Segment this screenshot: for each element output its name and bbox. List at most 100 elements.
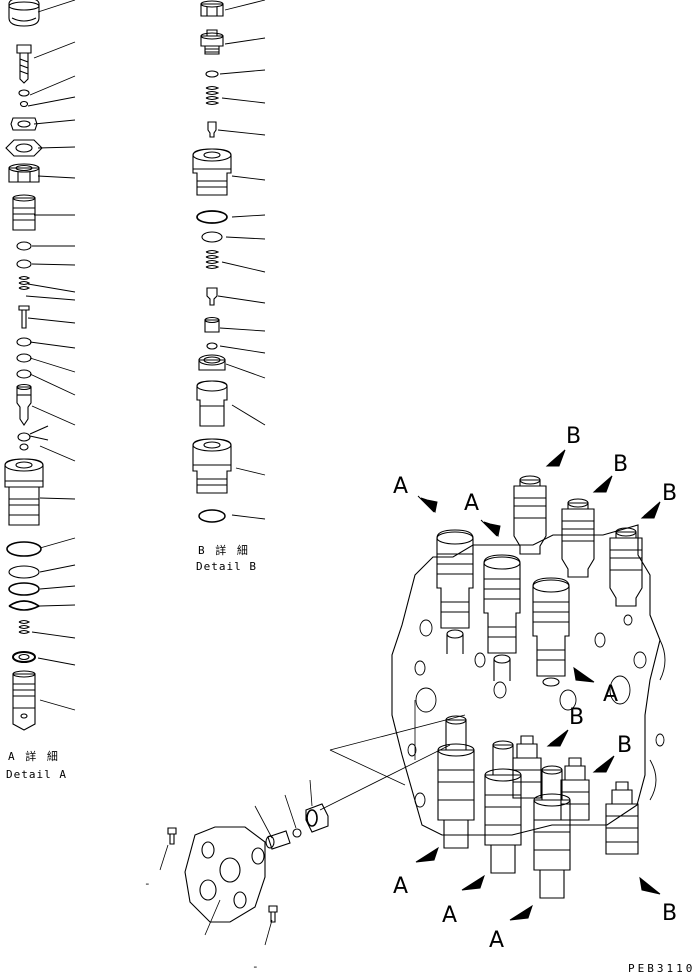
connector-fitting [305, 803, 329, 833]
b-o-ring-1 [196, 210, 228, 224]
a-ring-2 [19, 100, 29, 108]
a-ring-4 [16, 259, 32, 269]
callout-b-2: B [613, 452, 629, 477]
b-adjuster [200, 29, 224, 55]
detail-b-parts [192, 0, 266, 523]
upper-a-valve-1 [436, 529, 474, 654]
arrow-b-4 [546, 729, 569, 747]
a-valve-body [4, 458, 44, 526]
callout-b-3: B [662, 481, 678, 506]
callout-a-6: A [489, 928, 505, 953]
a-plug [8, 0, 40, 27]
callout-a-5: A [442, 903, 458, 928]
connector-ball [292, 828, 302, 838]
a-sleeve [12, 194, 36, 231]
a-nut [10, 117, 38, 131]
detail-a-parts [4, 0, 76, 731]
lower-b-valve-3 [605, 781, 639, 855]
a-backup-ring [8, 600, 41, 611]
a-spring-2 [18, 619, 31, 635]
block-holes [407, 614, 665, 808]
upper-b-valve-3 [609, 527, 643, 607]
a-ring-3 [16, 241, 32, 251]
callout-arrows [415, 449, 661, 921]
a-collar [17, 432, 31, 442]
callout-b-5: B [617, 733, 633, 758]
a-o-ring-1 [6, 541, 42, 557]
a-pin [18, 305, 30, 329]
drawing-code: PEB3110 [628, 962, 696, 975]
callout-a-4: A [393, 874, 409, 899]
arrow-b-3 [640, 501, 661, 519]
callout-b-1: B [566, 424, 582, 449]
b-cylinder [192, 148, 232, 196]
upper-a-valve-2 [483, 554, 521, 681]
detail-b-title: B 詳 細 [198, 544, 250, 557]
lower-a-valve-1 [437, 715, 475, 849]
lower-b-valve-1 [512, 735, 542, 799]
b-spring-1 [205, 85, 220, 106]
valve-block-outline [391, 524, 661, 836]
upper-a-valve-3 [532, 577, 570, 687]
arrow-b-6 [639, 876, 661, 895]
b-ring-1 [205, 70, 219, 78]
arrow-a-5 [461, 874, 485, 891]
detail-a-subtitle: Detail A [6, 768, 67, 781]
upper-b-valve-1 [513, 475, 547, 555]
a-o-ring-2 [8, 565, 40, 579]
detail-b-subtitle: Detail B [196, 560, 257, 573]
callout-a-3: A [603, 682, 619, 707]
lower-a-valve-2 [484, 740, 522, 874]
b-pin-1 [207, 121, 217, 138]
b-ring-3 [206, 342, 218, 350]
flange-dash-2: - [252, 960, 261, 973]
arrow-a-3 [573, 666, 595, 683]
callout-a-2: A [464, 491, 480, 516]
detail-a-leader-lines [25, 0, 76, 711]
a-tag [29, 425, 49, 441]
a-ring-1 [18, 89, 30, 97]
b-collar [198, 354, 226, 371]
a-seal [12, 651, 36, 663]
flange-bolt-2 [268, 905, 278, 923]
flange-bolt-1 [167, 827, 177, 845]
b-plunger [196, 380, 228, 427]
a-large-nut [8, 163, 40, 183]
b-ring-2 [201, 231, 223, 243]
a-flange [5, 139, 43, 157]
flange-dash-1: - [144, 877, 153, 890]
callout-b-6: B [662, 901, 678, 926]
b-pin-2 [206, 287, 218, 306]
detail-b-leader-lines [217, 0, 266, 520]
lower-a-valve-3 [533, 765, 571, 899]
b-o-ring-2 [198, 509, 226, 523]
a-washer [19, 443, 29, 451]
flange-assembly [159, 779, 329, 946]
a-ring-5 [16, 337, 32, 347]
a-spring-1 [18, 275, 31, 291]
b-valve-body [192, 438, 232, 494]
control-valve-assembly [319, 475, 666, 899]
b-spring-2 [205, 249, 220, 270]
arrow-b-5 [592, 755, 615, 773]
reference-lines [319, 700, 466, 811]
arrow-a-1 [417, 495, 438, 514]
upper-b-valve-2 [561, 498, 595, 578]
a-ring-7 [16, 369, 32, 379]
a-bolt [16, 44, 32, 84]
b-bushing [204, 316, 220, 333]
flange-block [184, 826, 266, 923]
a-spool [12, 670, 36, 731]
a-ring-6 [16, 353, 32, 363]
arrow-a-2 [480, 519, 501, 538]
flange-leaders [159, 779, 313, 946]
arrow-b-1 [545, 449, 566, 467]
a-poppet [16, 383, 32, 426]
callout-a-1: A [393, 474, 409, 499]
b-cap-nut [200, 0, 224, 17]
callout-b-4: B [569, 705, 585, 730]
a-o-ring-3 [8, 582, 40, 596]
lower-b-valve-2 [560, 757, 590, 821]
arrow-a-6 [509, 904, 533, 921]
